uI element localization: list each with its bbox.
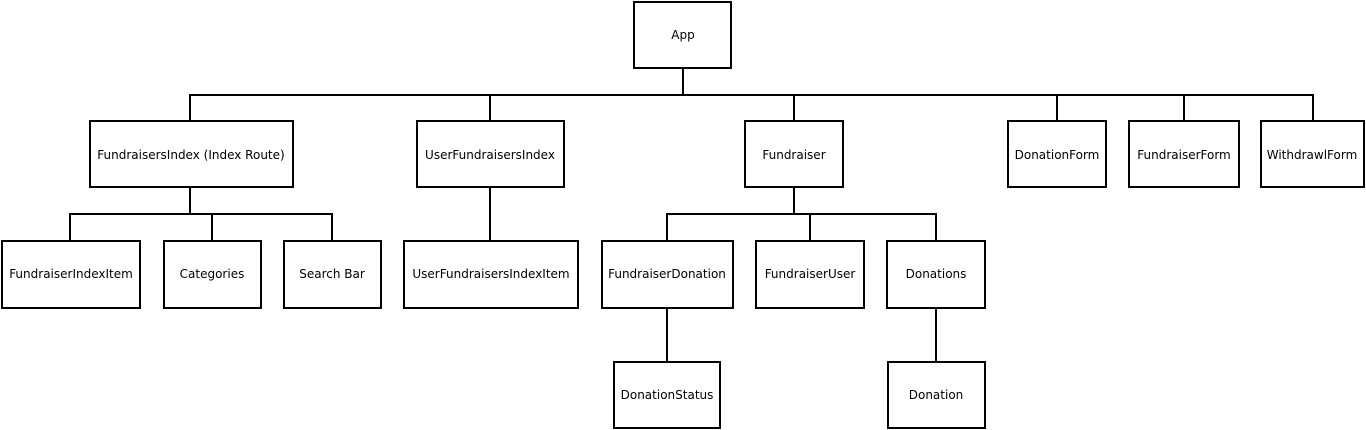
node-box	[1, 240, 141, 309]
node-label: App	[671, 28, 694, 42]
node-label: FundraiserUser	[765, 267, 856, 281]
node-label: FundraisersIndex (Index Route)	[97, 148, 284, 162]
node-label: Fundraiser	[762, 148, 825, 162]
node-fundraiser-form: FundraiserForm	[1128, 120, 1240, 188]
node-box	[1260, 120, 1365, 188]
node-label: FundraiserForm	[1137, 148, 1231, 162]
node-box	[1128, 120, 1240, 188]
node-box	[1007, 120, 1107, 188]
node-box	[89, 120, 294, 188]
node-box	[601, 240, 734, 309]
node-label: DonationForm	[1015, 148, 1100, 162]
connector-fundraiser	[666, 186, 937, 242]
node-box	[403, 240, 579, 309]
node-user-fundraisers-index: UserFundraisersIndex	[416, 120, 565, 188]
node-box	[163, 240, 262, 309]
connectors	[69, 67, 1314, 363]
node-label: Donation	[909, 388, 964, 402]
node-label: Donations	[906, 267, 967, 281]
node-label: UserFundraisersIndexItem	[412, 267, 569, 281]
node-user-fundraisers-index-item: UserFundraisersIndexItem	[403, 240, 579, 309]
node-categories: Categories	[163, 240, 262, 309]
node-box	[283, 240, 382, 309]
node-donations: Donations	[886, 240, 986, 309]
node-fundraiser: Fundraiser	[744, 120, 844, 188]
connector-app	[189, 67, 1314, 122]
node-box	[755, 240, 865, 309]
node-app: App	[633, 1, 732, 69]
node-fundraiser-index-item: FundraiserIndexItem	[1, 240, 141, 309]
node-fundraiser-donation: FundraiserDonation	[601, 240, 734, 309]
connector-fundraisers-index	[69, 186, 333, 242]
node-fundraisers-index: FundraisersIndex (Index Route)	[89, 120, 294, 188]
node-label: Search Bar	[299, 267, 365, 281]
node-donation-form: DonationForm	[1007, 120, 1107, 188]
node-label: Categories	[180, 267, 245, 281]
node-label: DonationStatus	[621, 388, 714, 402]
node-label: FundraiserIndexItem	[9, 267, 133, 281]
node-box	[416, 120, 565, 188]
node-donation: Donation	[887, 361, 986, 429]
node-box	[744, 120, 844, 188]
node-box	[886, 240, 986, 309]
node-label: WithdrawlForm	[1267, 148, 1358, 162]
node-withdrawl-form: WithdrawlForm	[1260, 120, 1365, 188]
node-label: UserFundraisersIndex	[425, 148, 555, 162]
node-search-bar: Search Bar	[283, 240, 382, 309]
node-fundraiser-user: FundraiserUser	[755, 240, 865, 309]
node-box	[887, 361, 986, 429]
node-donation-status: DonationStatus	[613, 361, 721, 429]
node-label: FundraiserDonation	[608, 267, 726, 281]
node-box	[613, 361, 721, 429]
node-box	[633, 1, 732, 69]
